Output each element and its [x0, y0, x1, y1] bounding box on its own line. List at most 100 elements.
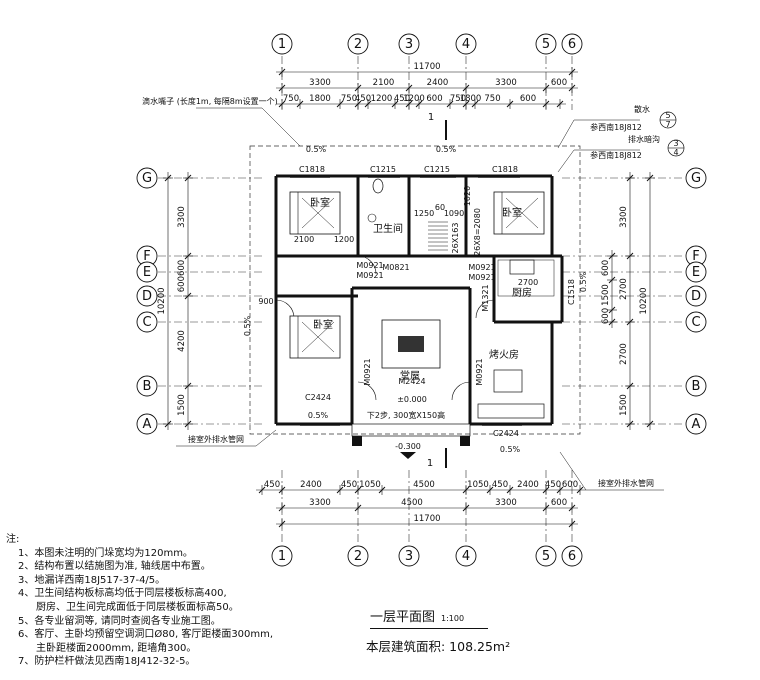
dim-bottom-total-tick: [278, 520, 286, 528]
dim-top-detail-value: 750: [283, 94, 299, 104]
dim-1200: 1200: [334, 235, 354, 244]
elevation-neg: -0.300: [395, 442, 421, 451]
stair-code-2: 26X163: [451, 223, 460, 254]
dim-bottom-detail-tick: [506, 486, 514, 494]
dim-top-detail-tick: [405, 100, 413, 108]
water-ref: 参西南18J812: [590, 122, 642, 132]
drawing-title: 一层平面图: [370, 610, 436, 625]
dim-bottom-detail-value: 450: [545, 480, 561, 490]
axis-bubble: [535, 545, 557, 567]
axis-bubble-label: 3: [405, 37, 413, 52]
dim-top-main-value: 2400: [427, 78, 449, 88]
elevation-marker: [400, 452, 416, 459]
bed-cover: [505, 197, 539, 229]
dim-left-tick: [184, 174, 192, 182]
dim-900: 900: [258, 297, 273, 306]
sofa: [477, 403, 545, 419]
dim-bottom-detail-tick: [576, 486, 584, 494]
door-swing: [475, 299, 495, 319]
dim-bottom-main-value: 3300: [495, 498, 517, 508]
window-c1818-a: C1818: [299, 165, 325, 174]
dim-right-total-tick: [646, 420, 654, 428]
dim-bottom-detail-value: 450: [264, 480, 280, 490]
slope-5: 0.5%: [308, 411, 329, 420]
axis-bubble-label: 6: [568, 37, 576, 52]
axis-bubble: [136, 167, 158, 189]
table-center: [398, 336, 424, 352]
axis-bubble: [271, 545, 293, 567]
dim-right-value: 2700: [619, 343, 629, 365]
leader-line: [255, 429, 277, 447]
dim-bottom-total-tick: [568, 520, 576, 528]
axis-bubble-label: D: [691, 289, 701, 304]
dim-right-sub-value: 1500: [601, 284, 611, 306]
leader-line: [261, 107, 301, 147]
axis-bubble-label: A: [692, 417, 701, 432]
dim-1090: 1090: [444, 209, 464, 218]
entry-column: [460, 436, 470, 446]
dim-top-detail-tick: [336, 100, 344, 108]
door-m0921-f: M0921: [475, 358, 484, 385]
axis-bubble: [455, 33, 477, 55]
dim-bottom-detail-value: 450: [341, 480, 357, 490]
bed-cover: [301, 197, 335, 229]
note-1: 1、本图未注明的门垛宽均为120mm。: [18, 547, 193, 559]
dim-bottom-detail-value: 1050: [467, 480, 489, 490]
leader-line: [557, 149, 575, 173]
axis-bubble: [136, 285, 158, 307]
axis-bubble-label: D: [142, 289, 152, 304]
axis-bubble-label: 1: [278, 37, 286, 52]
axis-bubble: [398, 33, 420, 55]
dim-bottom-main-value: 600: [551, 498, 567, 508]
axis-bubble-label: E: [143, 265, 151, 280]
axis-bubble: [535, 33, 557, 55]
dim-top-detail-tick: [556, 100, 564, 108]
axis-bubble: [347, 545, 369, 567]
dim-top-detail-tick: [446, 100, 454, 108]
ditch-label: 排水暗沟: [628, 134, 660, 144]
axis-bubble-label: B: [143, 379, 152, 394]
door-m0921-c: M0921: [468, 263, 495, 272]
dim-bottom-detail-tick: [542, 486, 550, 494]
dim-top-detail-value: 600: [426, 94, 442, 104]
dim-right-sub-tick: [608, 318, 616, 326]
dim-top-main-value: 600: [551, 78, 567, 88]
note-4: 4、卫生间结构板标高均低于同层楼板标高400,: [18, 588, 227, 600]
dim-bottom-detail-tick: [378, 486, 386, 494]
dim-bottom-detail-tick: [258, 486, 266, 494]
dim-top-detail-value: 750: [484, 94, 500, 104]
axis-bubble: [136, 261, 158, 283]
axis-bubble: [271, 33, 293, 55]
dim-top-detail-tick: [296, 100, 304, 108]
note-6-cont: 主卧距楼面2000mm, 距墙角300。: [36, 642, 197, 654]
stair-code: 26X8=2080: [473, 208, 482, 256]
room-hall: 堂屋: [400, 370, 420, 382]
section-mark-top: 1: [428, 112, 434, 123]
axis-bubble: [347, 33, 369, 55]
axis-bubble: [136, 413, 158, 435]
dim-bottom-detail-tick: [336, 486, 344, 494]
ditch-ref: 参西南18J812: [590, 150, 642, 160]
title-underline: [370, 628, 488, 629]
dim-top-detail-value: 1800: [309, 94, 331, 104]
dim-bottom-main-tick: [568, 504, 576, 512]
dim-bottom-detail-tick: [486, 486, 494, 494]
axis-bubble: [561, 545, 583, 567]
dim-2100: 2100: [294, 235, 314, 244]
ref1-bot: 7: [665, 120, 670, 129]
dim-top-detail-tick: [462, 100, 470, 108]
dim-right-tick: [626, 174, 634, 182]
dim-left-value: 1500: [177, 394, 187, 416]
axis-bubble-label: 2: [354, 37, 362, 52]
dim-left-total-tick: [164, 420, 172, 428]
dim-bottom-main-tick: [542, 504, 550, 512]
axis-bubble-label: F: [692, 249, 699, 264]
ref2-bot: 4: [673, 148, 678, 157]
dim-right-sub-value: 600: [601, 260, 611, 276]
axis-bubble-label: 3: [405, 549, 413, 564]
axis-bubble-label: C: [142, 315, 151, 330]
dim-top-detail-tick: [506, 100, 514, 108]
dim-right-tick: [626, 382, 634, 390]
note-4-cont: 厨房、卫生间完成面低于同层楼板面标高50。: [36, 601, 239, 613]
